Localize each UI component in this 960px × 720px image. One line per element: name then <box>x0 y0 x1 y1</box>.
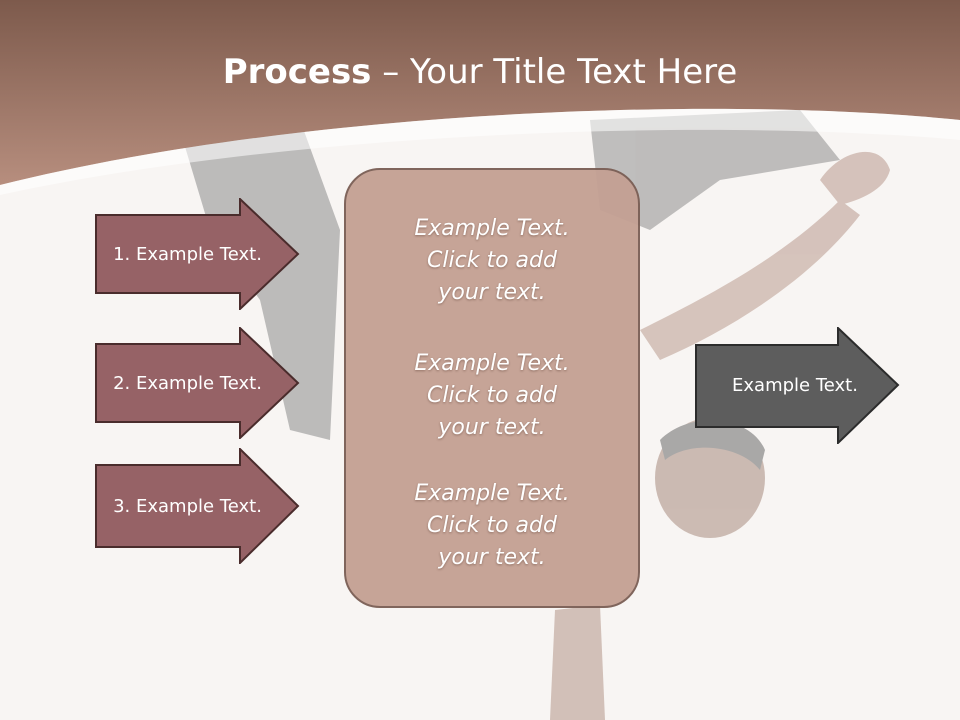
center-line: your text. <box>438 280 546 305</box>
center-line: Click to add <box>427 248 557 273</box>
center-text-block-3[interactable]: Example Text. Click to add your text. <box>344 478 640 574</box>
center-line: Click to add <box>427 513 557 538</box>
arrow-shape <box>95 327 300 439</box>
input-arrow-1[interactable]: 1. Example Text. <box>95 198 300 310</box>
input-arrow-label: 3. Example Text. <box>113 495 262 517</box>
center-line: Click to add <box>427 383 557 408</box>
center-text-block-1[interactable]: Example Text. Click to add your text. <box>344 213 640 309</box>
input-arrow-3[interactable]: 3. Example Text. <box>95 448 300 564</box>
arrow-shape <box>695 327 900 444</box>
title-bold: Process <box>222 52 372 92</box>
output-arrow-label: Example Text. <box>732 375 858 396</box>
center-process-box[interactable] <box>344 168 640 608</box>
input-arrow-label: 2. Example Text. <box>113 372 262 394</box>
output-arrow[interactable]: Example Text. <box>695 327 900 444</box>
title-rest: – Your Title Text Here <box>371 52 738 92</box>
center-line: your text. <box>438 545 546 570</box>
input-arrow-label: 1. Example Text. <box>113 243 262 265</box>
arrow-shape <box>95 198 300 310</box>
center-line: Example Text. <box>414 481 570 506</box>
center-line: Example Text. <box>414 216 570 241</box>
center-line: your text. <box>438 415 546 440</box>
arrow-shape <box>95 448 300 564</box>
center-line: Example Text. <box>414 351 570 376</box>
slide-title[interactable]: Process – Your Title Text Here <box>0 52 960 92</box>
center-text-block-2[interactable]: Example Text. Click to add your text. <box>344 348 640 444</box>
input-arrow-2[interactable]: 2. Example Text. <box>95 327 300 439</box>
